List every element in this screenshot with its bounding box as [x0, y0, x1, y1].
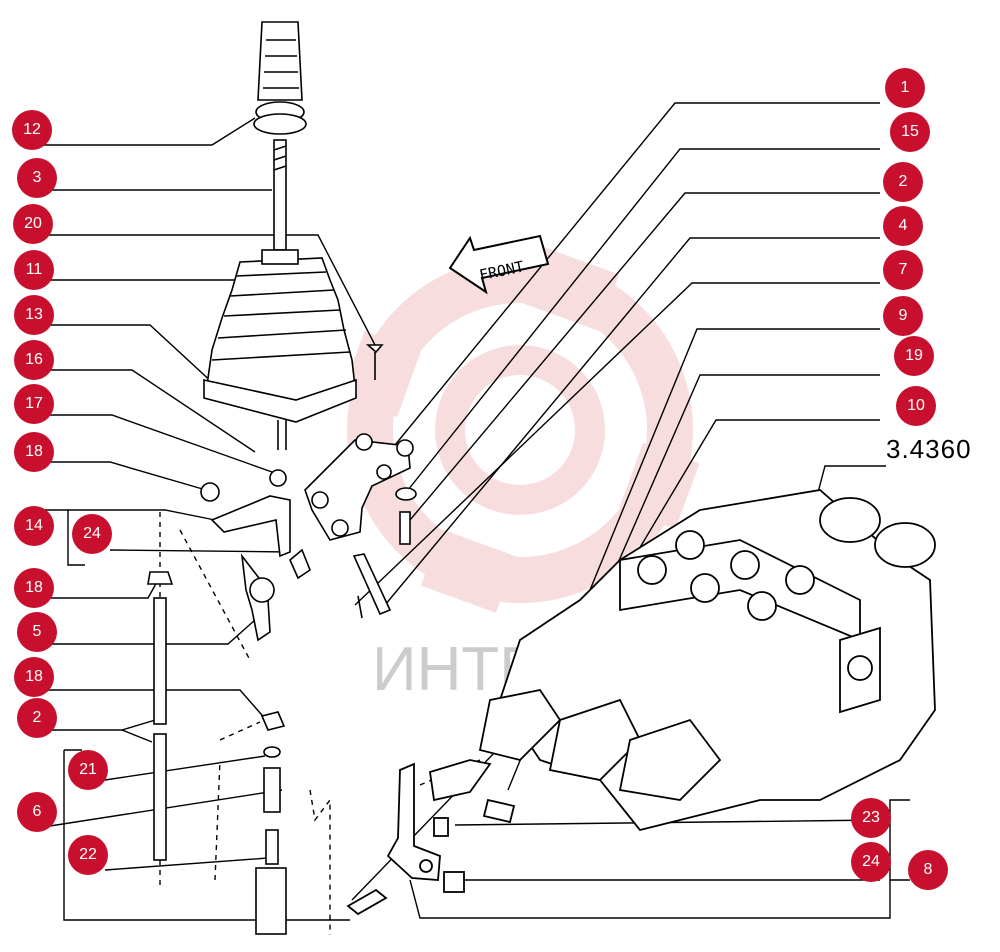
callout-19[interactable]: 19	[894, 336, 934, 376]
callout-6[interactable]: 6	[17, 792, 57, 832]
callout-8[interactable]: 8	[908, 850, 948, 890]
callout-18-mid[interactable]: 18	[14, 568, 54, 608]
callout-13[interactable]: 13	[14, 295, 54, 335]
callout-14[interactable]: 14	[14, 506, 54, 546]
callout-20[interactable]: 20	[13, 204, 53, 244]
center-linkage	[304, 433, 417, 619]
joystick-assembly	[147, 21, 384, 935]
callout-9[interactable]: 9	[883, 296, 923, 336]
callout-2[interactable]: 2	[883, 162, 923, 202]
callout-4[interactable]: 4	[883, 206, 923, 246]
callout-5[interactable]: 5	[17, 612, 57, 652]
callout-22[interactable]: 22	[68, 835, 108, 875]
callout-24-left[interactable]: 24	[72, 514, 112, 554]
callout-7[interactable]: 7	[883, 250, 923, 290]
callout-10[interactable]: 10	[896, 386, 936, 426]
callout-2-left[interactable]: 2	[17, 698, 57, 738]
callout-12[interactable]: 12	[12, 110, 52, 150]
callout-17[interactable]: 17	[14, 384, 54, 424]
callout-18-top[interactable]: 18	[14, 432, 54, 472]
callout-3[interactable]: 3	[17, 158, 57, 198]
callout-24-right[interactable]: 24	[851, 842, 891, 882]
watermark-logo	[340, 247, 700, 613]
callout-21[interactable]: 21	[68, 750, 108, 790]
callout-23[interactable]: 23	[851, 798, 891, 838]
callout-15[interactable]: 15	[890, 112, 930, 152]
valve-block	[346, 489, 936, 916]
callout-16[interactable]: 16	[14, 340, 54, 380]
drawing-reference-number: 3.4360	[886, 434, 972, 464]
callout-1[interactable]: 1	[885, 68, 925, 108]
callout-18-low[interactable]: 18	[14, 657, 54, 697]
callout-11[interactable]: 11	[14, 250, 54, 290]
